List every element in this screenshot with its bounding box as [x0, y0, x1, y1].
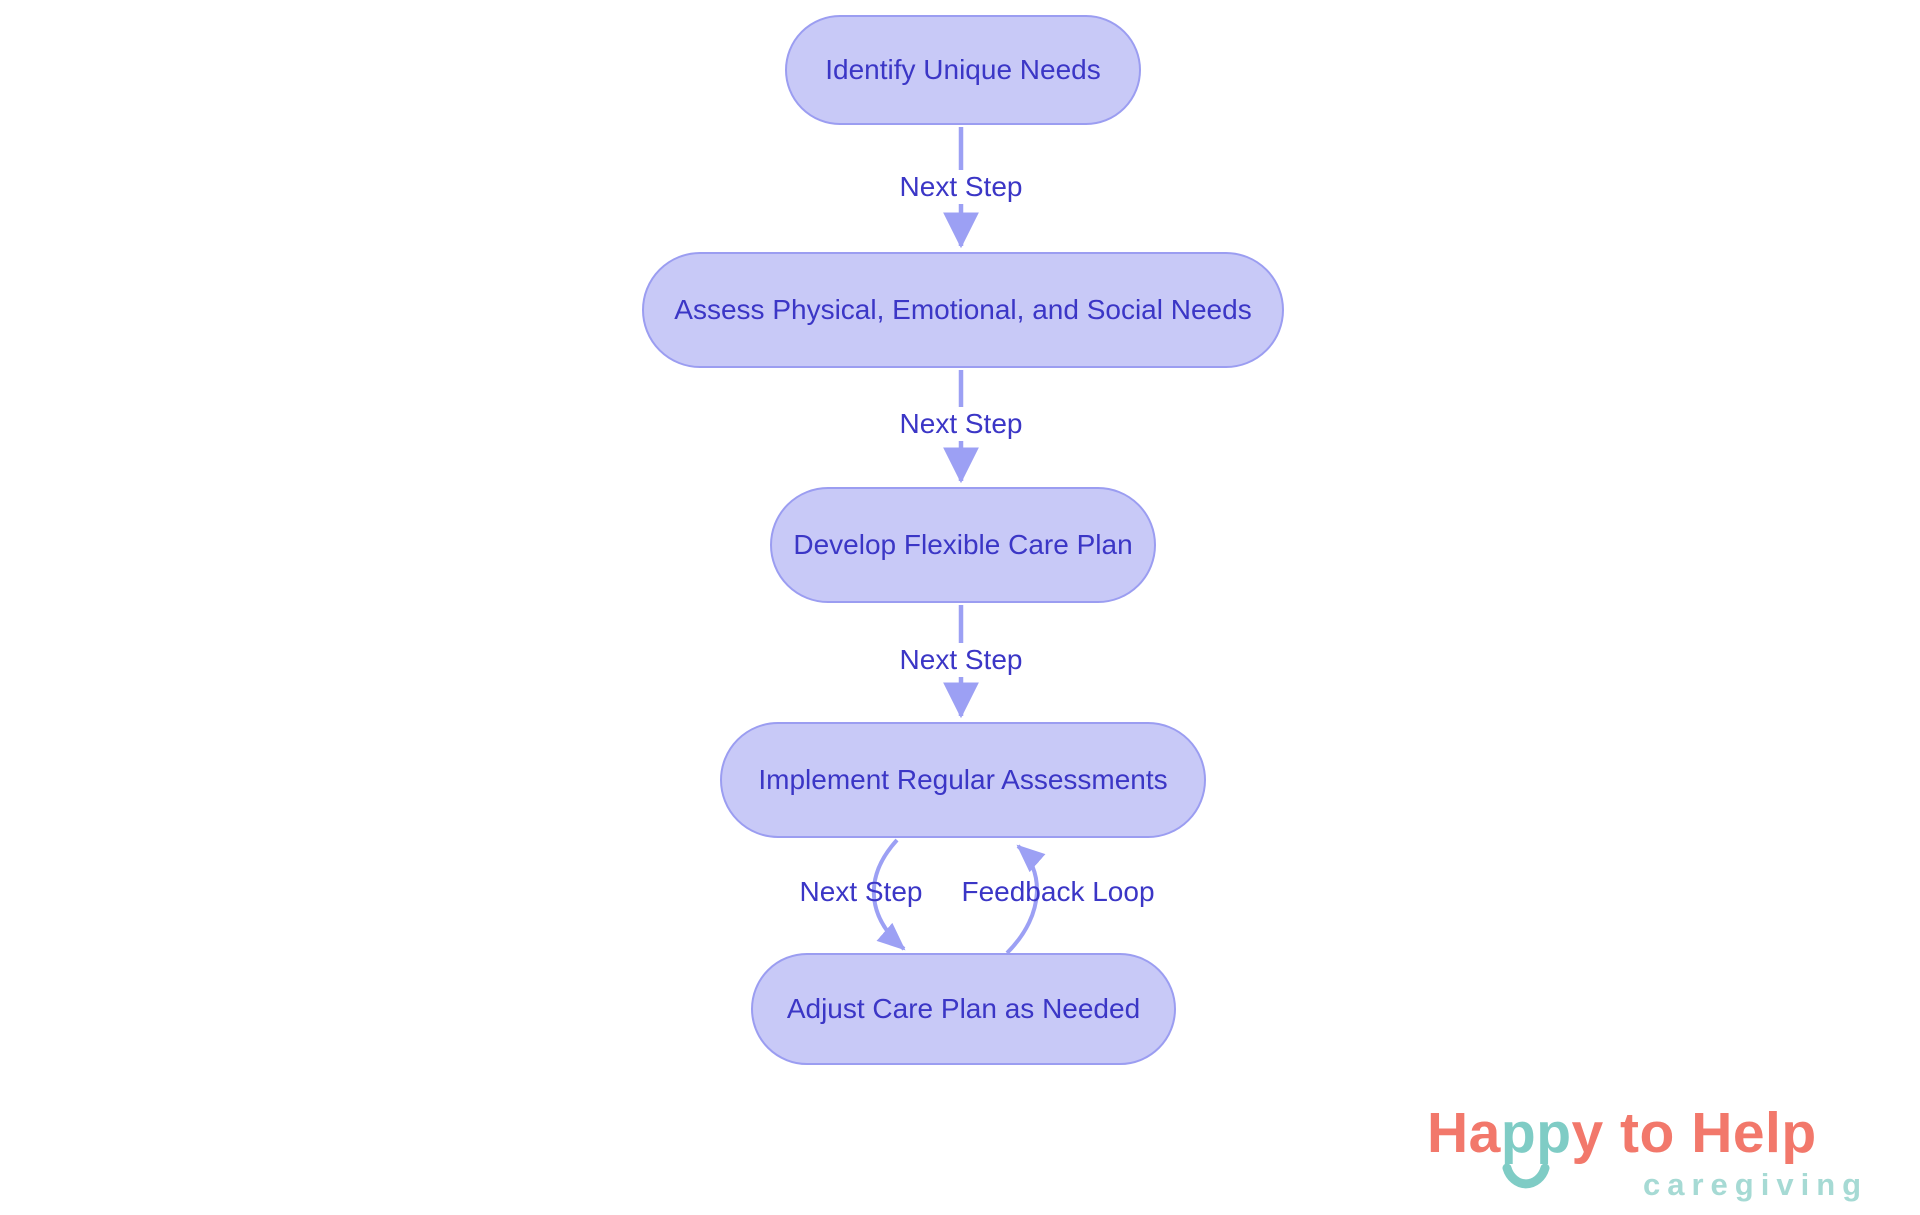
- logo-text-ha: Ha: [1427, 1101, 1501, 1165]
- node-label: Develop Flexible Care Plan: [793, 529, 1133, 560]
- node-label: Assess Physical, Emotional, and Social N…: [674, 294, 1252, 325]
- logo-text-pp: pp: [1501, 1103, 1572, 1189]
- node-identify-unique-needs: Identify Unique Needs: [785, 15, 1141, 125]
- logo-tagline: caregiving: [1643, 1167, 1869, 1202]
- edge-label-next-step-3: Next Step: [892, 643, 1030, 677]
- edge-label-next-step-4: Next Step: [799, 876, 923, 907]
- arrow-implement-to-adjust: [871, 838, 906, 951]
- arrow-feedback-loop: [1005, 844, 1046, 955]
- logo-text-y-to-help: y to Help: [1571, 1101, 1817, 1165]
- node-assess-needs: Assess Physical, Emotional, and Social N…: [642, 252, 1284, 368]
- edge-label-feedback-loop: Feedback Loop: [961, 876, 1155, 907]
- smile-arc-icon: [1502, 1164, 1550, 1189]
- edge-label-next-step-2: Next Step: [892, 407, 1030, 441]
- node-label: Adjust Care Plan as Needed: [786, 993, 1141, 1024]
- node-label: Identify Unique Needs: [825, 54, 1101, 85]
- edge-label-next-step-1: Next Step: [892, 170, 1030, 204]
- node-adjust-care-plan: Adjust Care Plan as Needed: [751, 953, 1176, 1065]
- node-label: Implement Regular Assessments: [758, 764, 1168, 795]
- node-develop-care-plan: Develop Flexible Care Plan: [770, 487, 1156, 603]
- node-implement-assessments: Implement Regular Assessments: [720, 722, 1206, 838]
